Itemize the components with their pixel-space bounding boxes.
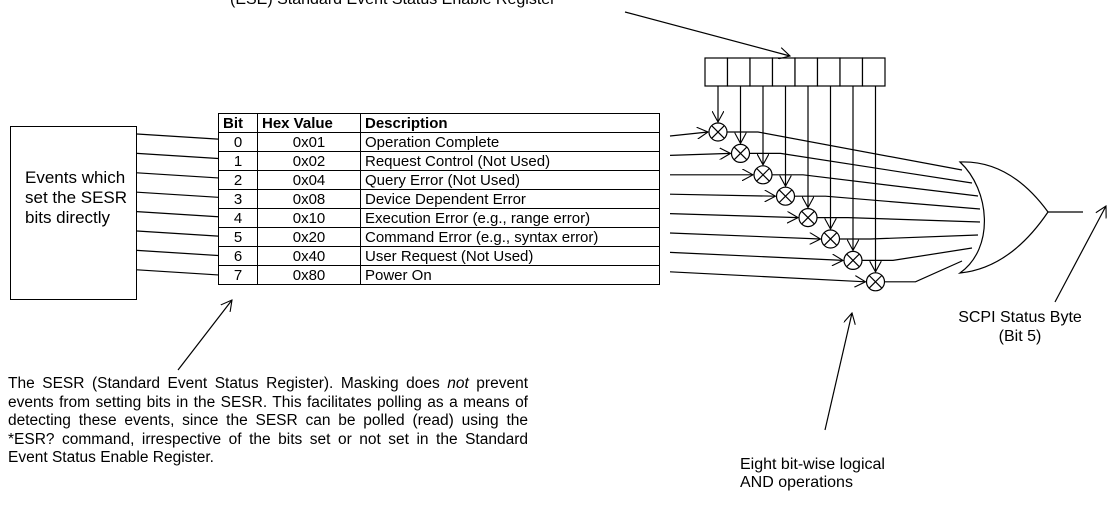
- hex-cell: 0x40: [257, 246, 361, 266]
- header-description: Description: [360, 113, 660, 133]
- sesr-description-part1: The SESR (Standard Event Status Register…: [8, 375, 448, 392]
- bit-cell: 6: [218, 246, 258, 266]
- events-label: Events which set the SESR bits directly: [25, 168, 128, 227]
- hex-cell: 0x20: [257, 227, 361, 247]
- event-arrow: [136, 231, 232, 237]
- enable-register-cell: [861, 57, 886, 87]
- and-operations-label: Eight bit-wise logical AND operations: [740, 456, 960, 492]
- hex-cell: 0x08: [257, 189, 361, 209]
- gate-output-wire: [817, 217, 981, 223]
- sesr-description: The SESR (Standard Event Status Register…: [8, 375, 528, 468]
- bit-cell: 4: [218, 208, 258, 228]
- hex-cell: 0x02: [257, 151, 361, 171]
- bit-to-gate-arrow: [669, 132, 708, 136]
- pointer-lines: [177, 11, 1106, 431]
- gate-output-wire: [749, 152, 973, 184]
- event-arrow: [136, 212, 232, 218]
- bit-to-gate-arrow: [669, 232, 821, 239]
- and-gate-cross: [711, 125, 725, 139]
- and-gate-cross: [733, 146, 748, 161]
- sesr-table-header: Bit Hex Value Description: [218, 113, 660, 133]
- bit-cell: 2: [218, 170, 258, 190]
- gate-output-wire: [884, 260, 963, 283]
- description-cell: Power On: [360, 265, 660, 285]
- description-cell: User Request (Not Used): [360, 246, 660, 266]
- and-gate-cross: [868, 275, 883, 289]
- bit-to-gate-arrow: [669, 271, 866, 282]
- event-arrow: [136, 173, 232, 179]
- bit-cell: 5: [218, 227, 258, 247]
- bit-to-gate-arrow: [669, 194, 776, 196]
- and-label-line2: AND operations: [740, 474, 853, 491]
- gate-output-wire: [772, 174, 979, 197]
- event-arrow: [136, 270, 232, 276]
- and-gate-cross: [846, 253, 860, 268]
- enable-register-cell: [839, 57, 864, 87]
- event-arrow: [136, 134, 232, 140]
- gate-output-wire: [839, 234, 979, 240]
- and-gate-cross: [823, 232, 838, 246]
- bit-to-gate-arrow: [669, 214, 798, 218]
- enable-register-cell: [794, 57, 819, 87]
- gate-output-wire: [862, 247, 973, 261]
- sesr-description-emphasis: not: [447, 375, 469, 392]
- header-hex-value: Hex Value: [257, 113, 361, 133]
- enable-register-cell: [771, 57, 796, 87]
- hex-cell: 0x01: [257, 132, 361, 152]
- and-gate-cross: [801, 210, 815, 225]
- bit-cell: 7: [218, 265, 258, 285]
- enable-register-cell: [816, 57, 841, 87]
- or-gate: [957, 161, 1049, 274]
- enable-register-cell: [749, 57, 774, 87]
- event-arrow: [136, 153, 232, 159]
- gate-output-wire: [794, 195, 981, 210]
- description-cell: Operation Complete: [360, 132, 660, 152]
- enable-register-cell: [704, 57, 729, 87]
- hex-cell: 0x80: [257, 265, 361, 285]
- status-byte-label: SCPI Status Byte (Bit 5): [930, 308, 1110, 346]
- sesr-description-part2: prevent events from setting bits in the …: [8, 375, 528, 467]
- bit-to-gate-arrow: [669, 153, 731, 155]
- status-byte-line2: (Bit 5): [998, 328, 1042, 345]
- description-cell: Device Dependent Error: [360, 189, 660, 209]
- gate-output-wire: [727, 131, 963, 171]
- hex-cell: 0x10: [257, 208, 361, 228]
- status-byte-line1: SCPI Status Byte: [958, 309, 1082, 326]
- bit-to-gate-arrow: [669, 251, 843, 260]
- description-cell: Execution Error (e.g., range error): [360, 208, 660, 228]
- enable-register: [704, 57, 886, 87]
- header-bit: Bit: [218, 113, 258, 133]
- and-gate-cross: [778, 189, 793, 203]
- bit-cell: 1: [218, 151, 258, 171]
- description-cell: Query Error (Not Used): [360, 170, 660, 190]
- ese-register-label: (ESE) Standard Event Status Enable Regis…: [230, 0, 750, 9]
- event-arrows: [136, 134, 232, 276]
- description-cell: Request Control (Not Used): [360, 151, 660, 171]
- event-arrow: [136, 250, 232, 256]
- bit-cell: 0: [218, 132, 258, 152]
- and-label-line1: Eight bit-wise logical: [740, 456, 885, 473]
- event-arrow: [136, 192, 232, 198]
- description-cell: Command Error (e.g., syntax error): [360, 227, 660, 247]
- enable-register-cell: [726, 57, 751, 87]
- and-gate-cross: [756, 168, 770, 182]
- bit-cell: 3: [218, 189, 258, 209]
- hex-cell: 0x04: [257, 170, 361, 190]
- events-box: [10, 126, 137, 300]
- and-gates: [669, 86, 981, 292]
